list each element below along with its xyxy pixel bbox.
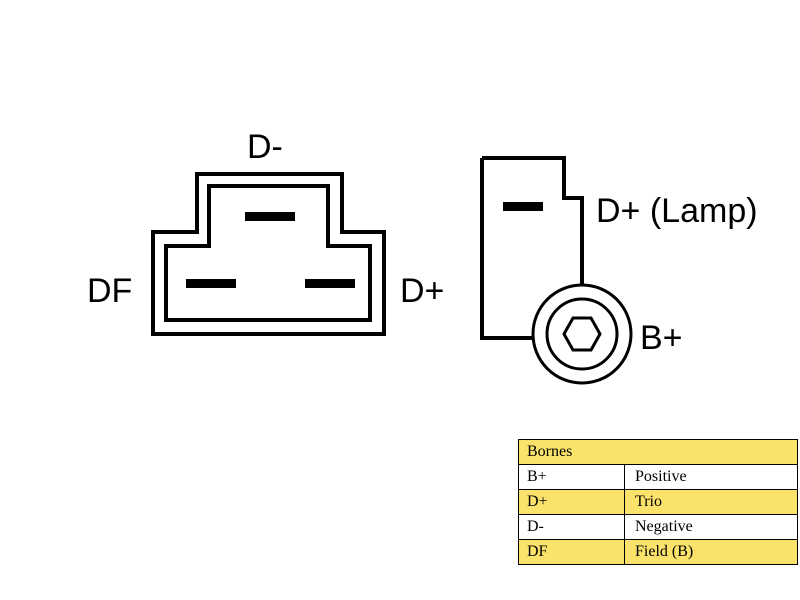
table-row: B+Positive <box>518 464 798 490</box>
terminal-name-cell: D- <box>518 514 625 540</box>
pin-d-plus-lamp <box>503 202 543 211</box>
table-header: Bornes <box>518 439 798 465</box>
table-row: D-Negative <box>518 514 798 540</box>
connector-diagram: D- DF D+ D+ (Lamp) B+ <box>87 128 758 385</box>
label-d-plus-lamp: D+ (Lamp) <box>596 192 758 230</box>
terminal-description-cell: Positive <box>624 464 798 490</box>
hex-nut-icon <box>562 316 602 352</box>
b-plus-stud-inner <box>545 297 619 371</box>
terminal-description-cell: Negative <box>624 514 798 540</box>
left-connector-outer-outline <box>151 172 386 336</box>
terminal-description-cell: Field (B) <box>624 539 798 565</box>
pin-d-minus <box>245 212 295 221</box>
terminal-description-cell: Trio <box>624 489 798 515</box>
label-d-minus: D- <box>247 128 283 166</box>
pin-d-plus <box>305 279 355 288</box>
left-connector-inner-outline <box>164 184 372 322</box>
label-b-plus: B+ <box>640 319 683 357</box>
table-header-row: Bornes <box>518 439 798 465</box>
right-connector-outline <box>480 156 584 340</box>
terminal-name-cell: B+ <box>518 464 625 490</box>
pin-df <box>186 279 236 288</box>
terminal-name-cell: D+ <box>518 489 625 515</box>
terminal-name-cell: DF <box>518 539 625 565</box>
table-row: D+Trio <box>518 489 798 515</box>
label-d-plus: D+ <box>400 272 444 310</box>
label-df: DF <box>87 272 132 310</box>
